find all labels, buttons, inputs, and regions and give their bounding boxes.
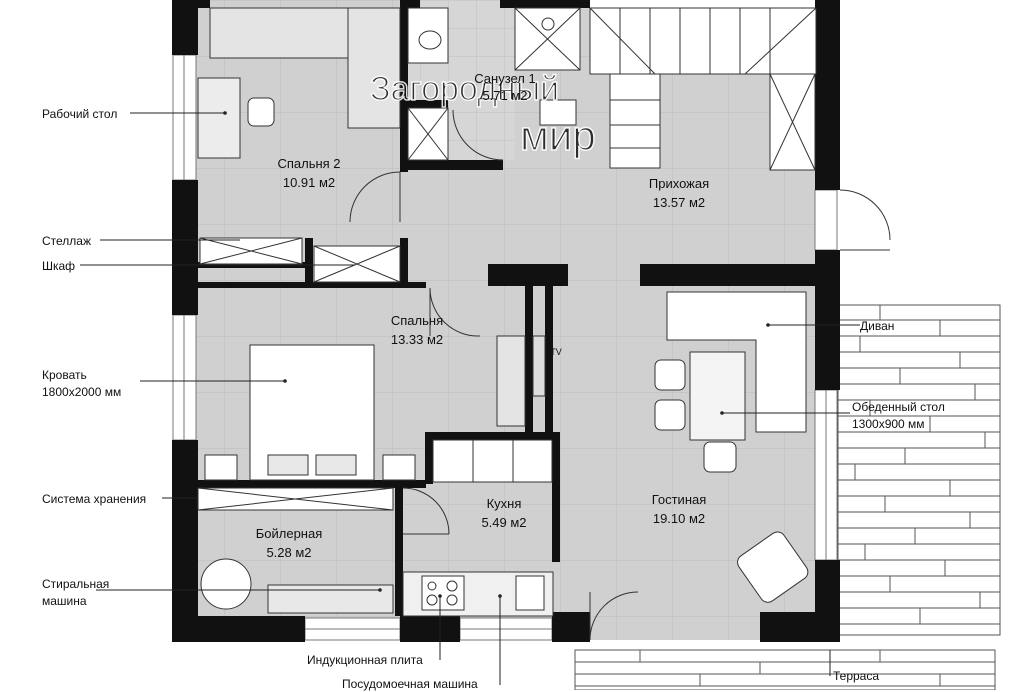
watermark-line2: мир (520, 112, 596, 159)
doors (349, 109, 891, 641)
bedroom2-furniture (197, 7, 401, 283)
room-area-gostinaya: 19.10 м2 (653, 511, 705, 526)
label-bed-2: 1800х2000 мм (42, 385, 122, 399)
label-washer-2: машина (42, 594, 87, 608)
label-shelf: Стеллаж (42, 234, 92, 248)
label-desk: Рабочий стол (42, 107, 118, 121)
room-area-kuhnya: 5.49 м2 (481, 515, 526, 530)
room-name-gostinaya: Гостиная (652, 492, 707, 507)
label-sofa: Диван (860, 319, 895, 333)
leader-dots (223, 111, 770, 598)
room-name-boilernaya: Бойлерная (256, 526, 323, 541)
label-terrace: Терраса (833, 669, 880, 683)
bedroom-furniture (204, 335, 546, 481)
watermark-line1: Загородный (370, 70, 559, 108)
terrace-deck (574, 304, 1001, 690)
room-area-spalnya2: 10.91 м2 (283, 175, 335, 190)
tv-label: TV (550, 347, 562, 357)
room-area-boilernaya: 5.28 м2 (266, 545, 311, 560)
room-name-spalnya: Спальня (391, 313, 443, 328)
label-bed-1: Кровать (42, 368, 87, 382)
label-wardrobe: Шкаф (42, 259, 76, 273)
living-furniture (654, 291, 809, 603)
watermark: Загородный мир (369, 69, 596, 160)
label-washer-1: Стиральная (42, 577, 110, 591)
label-dishwasher: Посудомоечная машина (342, 677, 478, 691)
room-area-spalnya: 13.33 м2 (391, 332, 443, 347)
room-labels: Санузел 1 5.71 м2 Спальня 2 10.91 м2 При… (256, 71, 709, 560)
kitchen-fixtures (402, 439, 554, 617)
room-area-prihozhaya: 13.57 м2 (653, 195, 705, 210)
windows (172, 54, 838, 641)
bathroom-fixtures (407, 7, 581, 161)
leader-lines (80, 112, 860, 685)
label-dining-1: Обеденный стол (852, 400, 945, 414)
label-storage: Система хранения (42, 492, 147, 506)
room-name-prihozhaya: Прихожая (649, 176, 709, 191)
label-dining-2: 1300х900 мм (852, 417, 925, 431)
room-name-sanuzel: Санузел 1 (474, 71, 535, 86)
walls (172, 0, 840, 642)
label-induction: Индукционная плита (307, 653, 423, 667)
room-name-spalnya2: Спальня 2 (277, 156, 340, 171)
room-name-kuhnya: Кухня (487, 496, 522, 511)
room-area-sanuzel: 5.71 м2 (482, 88, 527, 103)
staircase (589, 7, 817, 171)
